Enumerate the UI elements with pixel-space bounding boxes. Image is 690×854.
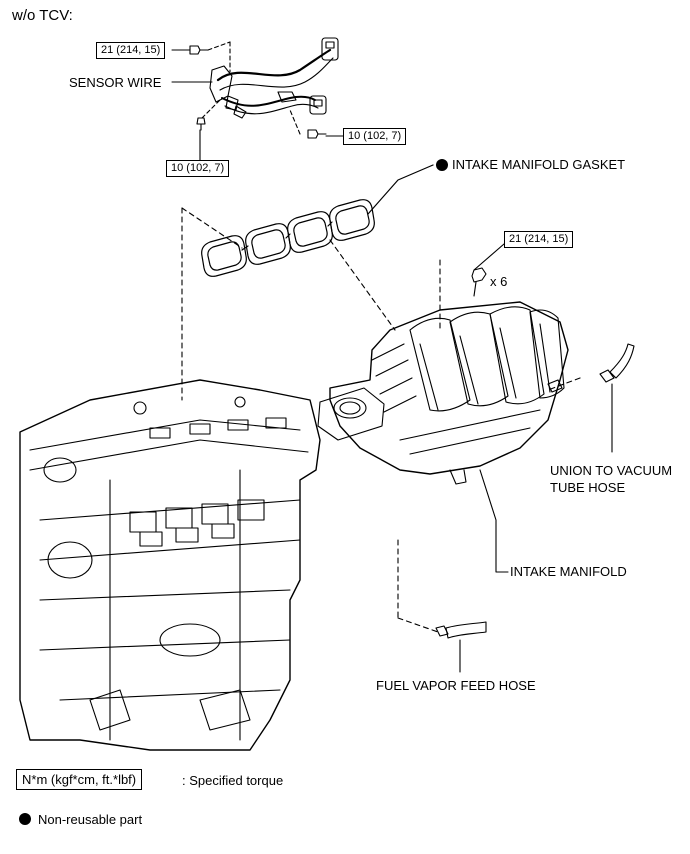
legend-torque-text: : Specified torque — [182, 773, 284, 788]
nonreusable-dot-legend — [19, 813, 31, 825]
legend-torque-box: N*m (kgf*cm, ft.*lbf) — [16, 769, 143, 790]
legend-nonreusable-text: Non-reusable part — [38, 812, 143, 827]
label-union-line1: UNION TO VACUUM — [550, 463, 673, 478]
torque-box-sensor-left: 10 (102, 7) — [166, 160, 230, 177]
intake-manifold-gasket — [201, 164, 434, 277]
sensor-bolts — [189, 45, 327, 139]
manifold-leader — [479, 469, 509, 573]
sensor-leaders — [171, 41, 344, 161]
torque-box-sensor-right: 10 (102, 7) — [343, 128, 407, 145]
diagram-title: w/o TCV: — [12, 7, 73, 24]
engine-block — [19, 379, 321, 751]
label-union-line2: TUBE HOSE — [550, 480, 626, 495]
torque-box-manifold-bolts: 21 (214, 15) — [504, 231, 574, 248]
label-bolt-count: x 6 — [490, 274, 508, 289]
torque-box-sensor-top: 21 (214, 15) — [96, 42, 166, 59]
fuel-vapor-hose — [435, 621, 487, 673]
nonreusable-dot-gasket — [436, 159, 448, 171]
sensor-wire-assembly — [209, 37, 339, 119]
label-fuel-vapor-feed-hose: FUEL VAPOR FEED HOSE — [376, 678, 536, 693]
intake-manifold — [317, 301, 569, 485]
vacuum-tube-hose — [599, 343, 635, 453]
label-sensor-wire: SENSOR WIRE — [69, 75, 162, 90]
manifold-bolt — [471, 243, 505, 297]
label-intake-manifold-gasket: INTAKE MANIFOLD GASKET — [452, 157, 626, 172]
label-intake-manifold: INTAKE MANIFOLD — [510, 564, 627, 579]
